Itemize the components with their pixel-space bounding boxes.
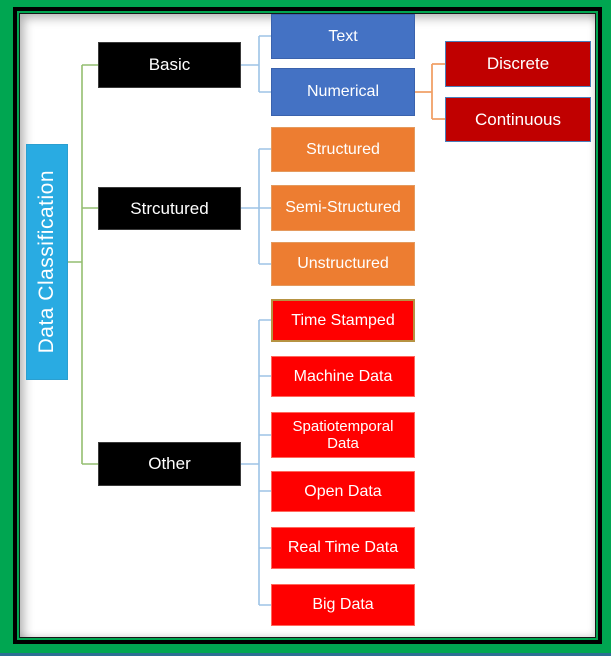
connector-root-trunk [68, 64, 98, 465]
leaf-label: Continuous [474, 109, 561, 129]
root-node-label: Data Classification [35, 170, 58, 354]
inner-green-line: Data Classification Basic Strcutured Oth… [17, 11, 598, 640]
branch-label: Strcutured [130, 198, 209, 218]
leaf-label: Numerical [306, 83, 379, 100]
leaf-label: Machine Data [293, 367, 393, 385]
leaf-node-machine-data: Machine Data [271, 356, 415, 397]
leaf-node-semi-structured: Semi-Structured [271, 185, 415, 231]
leaf-label: Real Time Data [287, 539, 399, 556]
leaf-label: Open Data [304, 482, 382, 500]
connector-layer [68, 35, 445, 606]
leaf-node-open-data: Open Data [271, 471, 415, 512]
connector-basic-children [241, 35, 271, 93]
root-node-data-classification: Data Classification [26, 144, 68, 380]
leaf-label: Unstructured [297, 255, 389, 272]
leaf-node-real-time-data: Real Time Data [271, 527, 415, 569]
leaf-node-continuous: Continuous [445, 97, 591, 142]
leaf-node-structured: Structured [271, 127, 415, 172]
connector-numerical-children [415, 63, 445, 120]
leaf-node-spatiotemporal-data: Spatiotemporal Data [271, 412, 415, 458]
leaf-node-discrete: Discrete [445, 41, 591, 87]
leaf-node-time-stamped: Time Stamped [271, 299, 415, 342]
connector-other-children [241, 319, 271, 606]
diagram-canvas: Data Classification Basic Strcutured Oth… [19, 13, 596, 638]
connector-structured-children [241, 148, 271, 265]
branch-node-other: Other [98, 442, 241, 486]
branch-label: Other [148, 454, 191, 473]
leaf-node-big-data: Big Data [271, 584, 415, 626]
leaf-label: Text [328, 27, 358, 45]
leaf-label: Big Data [312, 596, 374, 613]
branch-label: Basic [148, 55, 191, 74]
leaf-label: Structured [306, 140, 380, 158]
leaf-node-text: Text [271, 14, 415, 59]
branch-node-basic: Basic [98, 42, 241, 88]
leaf-label: Discrete [486, 54, 550, 73]
leaf-label: Semi-Structured [285, 199, 401, 216]
inner-black-frame: Data Classification Basic Strcutured Oth… [13, 7, 602, 644]
branch-node-strcutured: Strcutured [98, 187, 241, 230]
bottom-blue-edge [0, 653, 611, 656]
leaf-node-unstructured: Unstructured [271, 242, 415, 286]
leaf-label: Spatiotemporal Data [292, 417, 394, 452]
leaf-node-numerical: Numerical [271, 68, 415, 116]
leaf-label: Time Stamped [291, 311, 395, 329]
